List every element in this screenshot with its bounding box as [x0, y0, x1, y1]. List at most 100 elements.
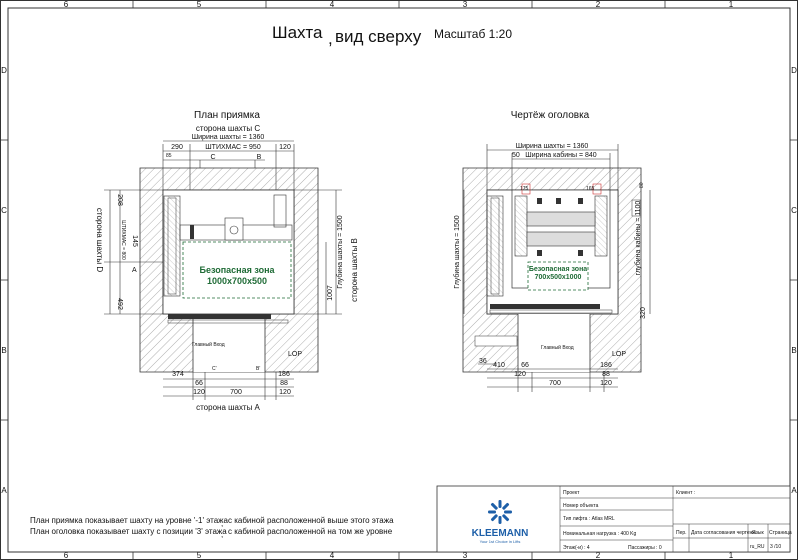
head-dim-410: 410 — [493, 362, 505, 369]
tb-lift-type: Тип лифта : Atlas MRL — [563, 516, 615, 522]
pit-width-label: Ширина шахты = 1360 — [192, 134, 265, 141]
head-main-entry: Главный Вход — [541, 344, 574, 351]
tb-passengers: Пассажиры : 0 — [628, 545, 662, 551]
kleemann-logo-icon — [488, 500, 512, 524]
row-label-right: D — [791, 66, 797, 75]
head-lop: LOP — [612, 351, 626, 358]
head-dim-175: 175 — [520, 186, 529, 192]
col-label-bottom: 6 — [64, 551, 69, 560]
head-control-panel — [474, 335, 518, 347]
head-counterweight — [486, 195, 504, 297]
head-dim-186: 186 — [600, 362, 612, 369]
pit-side-d-label: сторона шахты D — [95, 208, 104, 272]
pit-safe-zone-title: Безопасная зона — [199, 265, 275, 275]
pit-dim-374: 374 — [172, 371, 184, 378]
tb-page: 3 /10 — [770, 544, 781, 550]
head-cabin-width: Ширина кабины = 840 — [525, 151, 597, 159]
head-machine-right — [594, 195, 608, 257]
row-label-left: B — [1, 346, 6, 355]
pit-buffer-icon — [229, 225, 239, 235]
pit-dim-208: 208 — [116, 194, 123, 206]
head-crosshead-2 — [526, 231, 596, 247]
title-block: Проект Номер объекта Клиент : Тип лифта … — [436, 485, 792, 553]
pit-section-c2: C' — [212, 366, 217, 372]
tb-client: Клиент : — [676, 490, 695, 496]
head-dim-120b: 120 — [600, 380, 612, 387]
tb-lang: ru_RU — [750, 544, 765, 550]
pit-dim-85: 85 — [166, 153, 172, 159]
head-bolts — [537, 198, 583, 256]
head-dim-66: 66 — [521, 362, 529, 369]
col-label-bottom: 2 — [596, 551, 601, 560]
col-label-top: 5 — [197, 0, 202, 9]
row-label-right: C — [791, 206, 797, 215]
pit-dim-1007: 1007 — [327, 285, 334, 301]
pit-plan-title: План приямка — [194, 110, 260, 121]
head-depth-label: Глубина шахты = 1500 — [453, 215, 461, 289]
row-label-left: D — [1, 66, 7, 75]
tb-floors: Этаж(-и) : 4 — [563, 545, 590, 551]
brand-slogan: Your 1st Choice in Lifts — [480, 539, 521, 544]
head-dim-50: 50 — [512, 152, 520, 159]
row-label-right: A — [791, 486, 797, 495]
head-cabin-depth: глубина кабины = 1100 — [634, 201, 642, 276]
head-crosshead — [526, 211, 596, 227]
pit-section-a: A — [132, 267, 137, 274]
brand-name: KLEEMANN — [472, 528, 529, 539]
col-label-top: 2 — [596, 0, 601, 9]
pit-dim-shtihmas: ШТИХМАС = 950 — [205, 144, 261, 151]
head-dim-320: 320 — [640, 307, 647, 319]
pit-entrance-opening — [193, 314, 265, 372]
note-line2-comma: , — [221, 530, 223, 539]
head-plan: Чертёж оголовка Ширина шахты = 1360 50 Ш… — [453, 110, 651, 392]
note-line2-b: с кабиной расположенной на том же уровне — [228, 527, 393, 536]
pit-plan: План приямка сторона шахты C Ширина шахт… — [95, 110, 359, 412]
col-label-bottom: 1 — [729, 551, 734, 560]
col-label-bottom: 4 — [330, 551, 335, 560]
head-dim-700: 700 — [549, 380, 561, 387]
row-label-right: B — [791, 346, 796, 355]
pit-dim-120a: 120 — [193, 389, 205, 396]
pit-counterweight — [163, 195, 181, 297]
head-marker-right — [592, 183, 602, 195]
column-labels: 6 5 4 3 2 1 6 5 4 3 2 1 — [64, 0, 734, 560]
pit-dim-492: 492 — [116, 298, 123, 310]
col-label-top: 4 — [330, 0, 335, 9]
head-machine-left — [514, 195, 528, 257]
pit-dim-290: 290 — [171, 144, 183, 151]
pit-dim-700: 700 — [230, 389, 242, 396]
note-line1-comma: , — [221, 519, 223, 528]
row-labels: D C B A D C B A — [1, 66, 797, 495]
pit-shaft-interior — [162, 189, 295, 315]
pit-side-a-label: сторона шахты A — [196, 403, 260, 412]
pit-side-b-label: сторона шахты B — [350, 238, 359, 302]
col-label-bottom: 3 — [463, 551, 468, 560]
pit-dim-66: 66 — [195, 380, 203, 387]
head-entrance-opening — [518, 314, 590, 372]
head-dim-36: 36 — [479, 358, 487, 365]
pit-dim-120: 120 — [279, 144, 291, 151]
tb-approval-date: Дата согласования чертежа — [691, 530, 756, 536]
pit-door-sill — [168, 314, 271, 319]
pit-buffer — [224, 217, 244, 241]
pit-side-c-label: сторона шахты C — [196, 124, 260, 133]
pit-guide-rail-right — [273, 194, 287, 228]
pit-dim-145: 145 — [131, 235, 138, 247]
pit-bottom-dimlines — [163, 372, 294, 400]
tb-object-number: Номер объекта — [563, 503, 599, 509]
pit-section-c: C — [210, 154, 215, 161]
sheet-title: Шахта — [272, 23, 323, 42]
pit-section-b: B — [257, 154, 262, 161]
pit-depth-label: Глубина шахты = 1500 — [336, 215, 344, 289]
head-marker-left — [521, 183, 531, 195]
sheet-scale: Масштаб 1:20 — [434, 27, 512, 41]
pit-dim-120b: 120 — [279, 389, 291, 396]
tb-lang-header: Язык — [752, 530, 764, 536]
head-plan-title: Чертёж оголовка — [511, 110, 590, 121]
head-safe-zone-size: 700x500x1000 — [535, 274, 582, 281]
col-label-bottom: 5 — [197, 551, 202, 560]
col-label-top: 3 — [463, 0, 468, 9]
sheet-inner-frame — [7, 7, 791, 553]
